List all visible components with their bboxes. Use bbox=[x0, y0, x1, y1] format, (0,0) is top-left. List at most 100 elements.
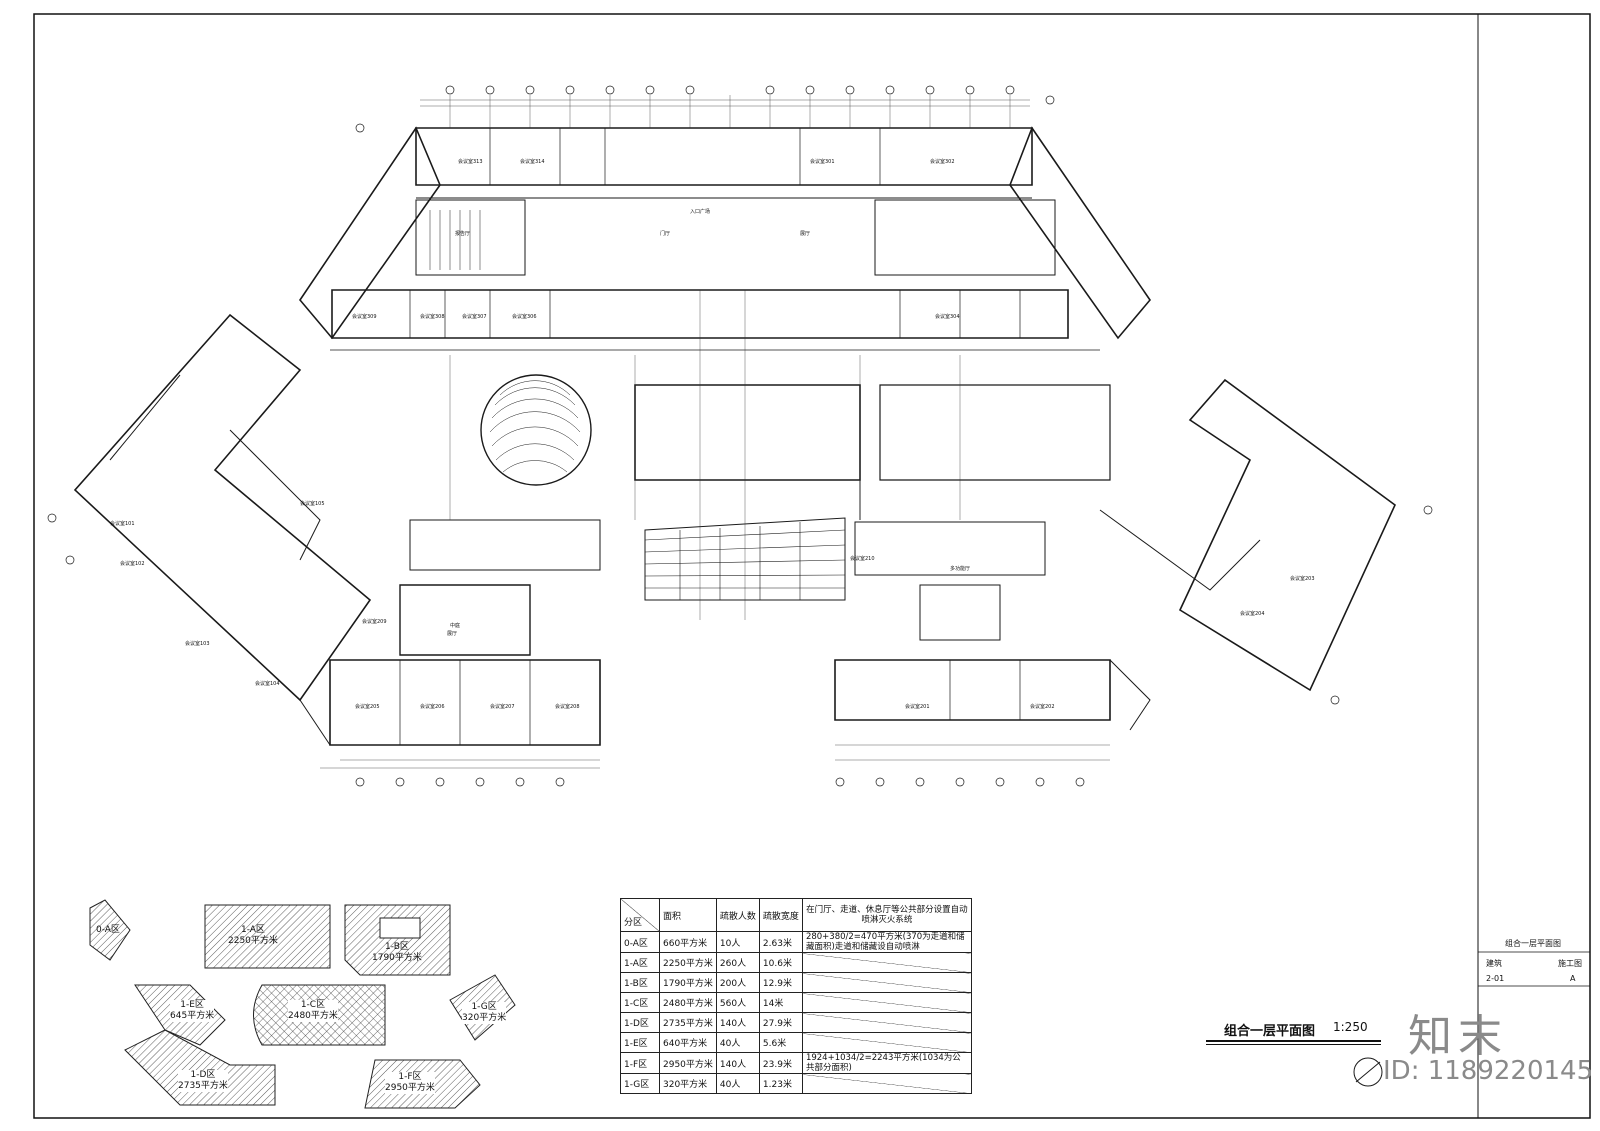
cell-people: 40人 bbox=[715, 1073, 760, 1094]
cell-people: 40人 bbox=[715, 1032, 760, 1053]
room-label: 会议室308 bbox=[420, 314, 445, 320]
cell-width: 23.9米 bbox=[758, 1052, 803, 1074]
cell-zone: 1-D区 bbox=[620, 1012, 660, 1033]
header-zone: 分区 bbox=[620, 898, 660, 932]
cell-zone: 1-G区 bbox=[620, 1073, 660, 1094]
key-label-1f: 1-F区 2950平方米 bbox=[385, 1072, 435, 1094]
cell-area: 320平方米 bbox=[659, 1073, 717, 1094]
cell-width: 12.9米 bbox=[758, 972, 803, 993]
room-label: 会议室313 bbox=[458, 159, 483, 165]
room-label: 会议室104 bbox=[255, 681, 280, 687]
sheet-border bbox=[33, 13, 1591, 1119]
header-area: 面积 bbox=[659, 898, 717, 932]
cell-zone: 1-E区 bbox=[620, 1032, 660, 1053]
cell-note bbox=[801, 1032, 972, 1053]
cell-note bbox=[801, 952, 972, 973]
cell-note: 1924+1034/2=2243平方米(1034为公共部分面积) bbox=[801, 1052, 972, 1074]
room-label: 多功能厅 bbox=[950, 566, 971, 572]
room-label: 会议室309 bbox=[352, 314, 377, 320]
key-zone-0a bbox=[89, 899, 131, 961]
zone-evacuation-table: 分区 面积 疏散人数 疏散宽度 在门厅、走道、休息厅等公共部分设置自动喷淋灭火系… bbox=[620, 898, 972, 1094]
room-label: 会议室201 bbox=[905, 704, 930, 710]
key-label-1d: 1-D区 2735平方米 bbox=[178, 1070, 228, 1092]
watermark-id: ID: 1189220145 bbox=[1383, 1056, 1594, 1086]
table-header-row: 分区 面积 疏散人数 疏散宽度 在门厅、走道、休息厅等公共部分设置自动喷淋灭火系… bbox=[620, 898, 972, 932]
key-zone-1d bbox=[124, 1029, 276, 1106]
room-label: 会议室103 bbox=[185, 641, 210, 647]
room-label: 会议室205 bbox=[355, 704, 380, 710]
key-label-1e: 1-E区 645平方米 bbox=[170, 1000, 215, 1022]
cell-width: 1.23米 bbox=[758, 1073, 803, 1094]
key-label-1a: 1-A区 2250平方米 bbox=[228, 925, 278, 946]
room-label: 会议室206 bbox=[420, 704, 445, 710]
cell-note: 280+380/2=470平方米(370为走道和储藏面积)走道和储藏设自动喷淋 bbox=[801, 931, 972, 953]
room-label: 展厅 bbox=[800, 231, 811, 237]
cell-people: 10人 bbox=[715, 931, 760, 953]
cell-note bbox=[801, 992, 972, 1013]
cell-width: 10.6米 bbox=[758, 952, 803, 973]
room-label: 门厅 bbox=[660, 231, 671, 237]
cell-zone: 1-F区 bbox=[620, 1052, 660, 1074]
title-block-revision: A bbox=[1570, 974, 1576, 983]
key-label-1b: 1-B区 1790平方米 bbox=[372, 942, 422, 963]
cell-area: 2480平方米 bbox=[659, 992, 717, 1013]
cell-width: 27.9米 bbox=[758, 1012, 803, 1033]
room-label: 会议室105 bbox=[300, 501, 325, 507]
header-note: 在门厅、走道、休息厅等公共部分设置自动喷淋灭火系统 bbox=[801, 898, 972, 932]
title-block-discipline: 建筑 bbox=[1486, 959, 1502, 968]
cell-area: 2950平方米 bbox=[659, 1052, 717, 1074]
cell-area: 640平方米 bbox=[659, 1032, 717, 1053]
cell-area: 660平方米 bbox=[659, 931, 717, 953]
room-label: 会议室209 bbox=[362, 619, 387, 625]
room-label: 会议室102 bbox=[120, 561, 145, 567]
drawing-title: 组合一层平面图 bbox=[1224, 1024, 1316, 1039]
title-block-sheet-no: 2-01 bbox=[1486, 974, 1505, 983]
cell-people: 560人 bbox=[715, 992, 760, 1013]
cell-note bbox=[801, 972, 972, 993]
room-label: 会议室314 bbox=[520, 159, 545, 165]
room-label: 会议室208 bbox=[555, 704, 580, 710]
room-label: 会议室203 bbox=[1290, 576, 1315, 582]
header-width: 疏散宽度 bbox=[758, 898, 803, 932]
drawing-scale: 1:250 bbox=[1333, 1020, 1368, 1034]
cell-width: 2.63米 bbox=[758, 931, 803, 953]
room-label: 会议室307 bbox=[462, 314, 487, 320]
room-label: 展厅 bbox=[447, 631, 458, 637]
title-block-stage: 施工图 bbox=[1558, 959, 1582, 968]
room-label: 会议室304 bbox=[935, 314, 960, 320]
cell-people: 200人 bbox=[715, 972, 760, 993]
cell-note bbox=[801, 1073, 972, 1094]
key-zone-1b bbox=[344, 904, 451, 976]
cell-people: 260人 bbox=[715, 952, 760, 973]
title-underline-thin bbox=[1206, 1044, 1381, 1045]
key-label-1g: 1-G区 320平方米 bbox=[462, 1002, 507, 1024]
key-label-1c: 1-C区 2480平方米 bbox=[288, 1000, 338, 1022]
cell-zone: 1-B区 bbox=[620, 972, 660, 993]
cell-people: 140人 bbox=[715, 1052, 760, 1074]
title-block-sheet-name: 组合一层平面图 bbox=[1505, 939, 1561, 948]
cell-area: 2250平方米 bbox=[659, 952, 717, 973]
room-label: 入口广场 bbox=[690, 209, 711, 215]
cell-area: 2735平方米 bbox=[659, 1012, 717, 1033]
room-label: 会议室301 bbox=[810, 159, 835, 165]
watermark-logo: 知末 bbox=[1408, 1011, 1508, 1062]
room-label: 会议室210 bbox=[850, 556, 875, 562]
key-zone-1a bbox=[204, 904, 331, 969]
cell-area: 1790平方米 bbox=[659, 972, 717, 993]
room-label: 会议室207 bbox=[490, 704, 515, 710]
header-people: 疏散人数 bbox=[715, 898, 760, 932]
cell-zone: 1-C区 bbox=[620, 992, 660, 1013]
room-label: 报告厅 bbox=[455, 231, 471, 237]
cell-zone: 0-A区 bbox=[620, 931, 660, 953]
room-label: 会议室202 bbox=[1030, 704, 1055, 710]
title-underline bbox=[1206, 1040, 1381, 1042]
room-label: 中庭 bbox=[450, 623, 461, 629]
